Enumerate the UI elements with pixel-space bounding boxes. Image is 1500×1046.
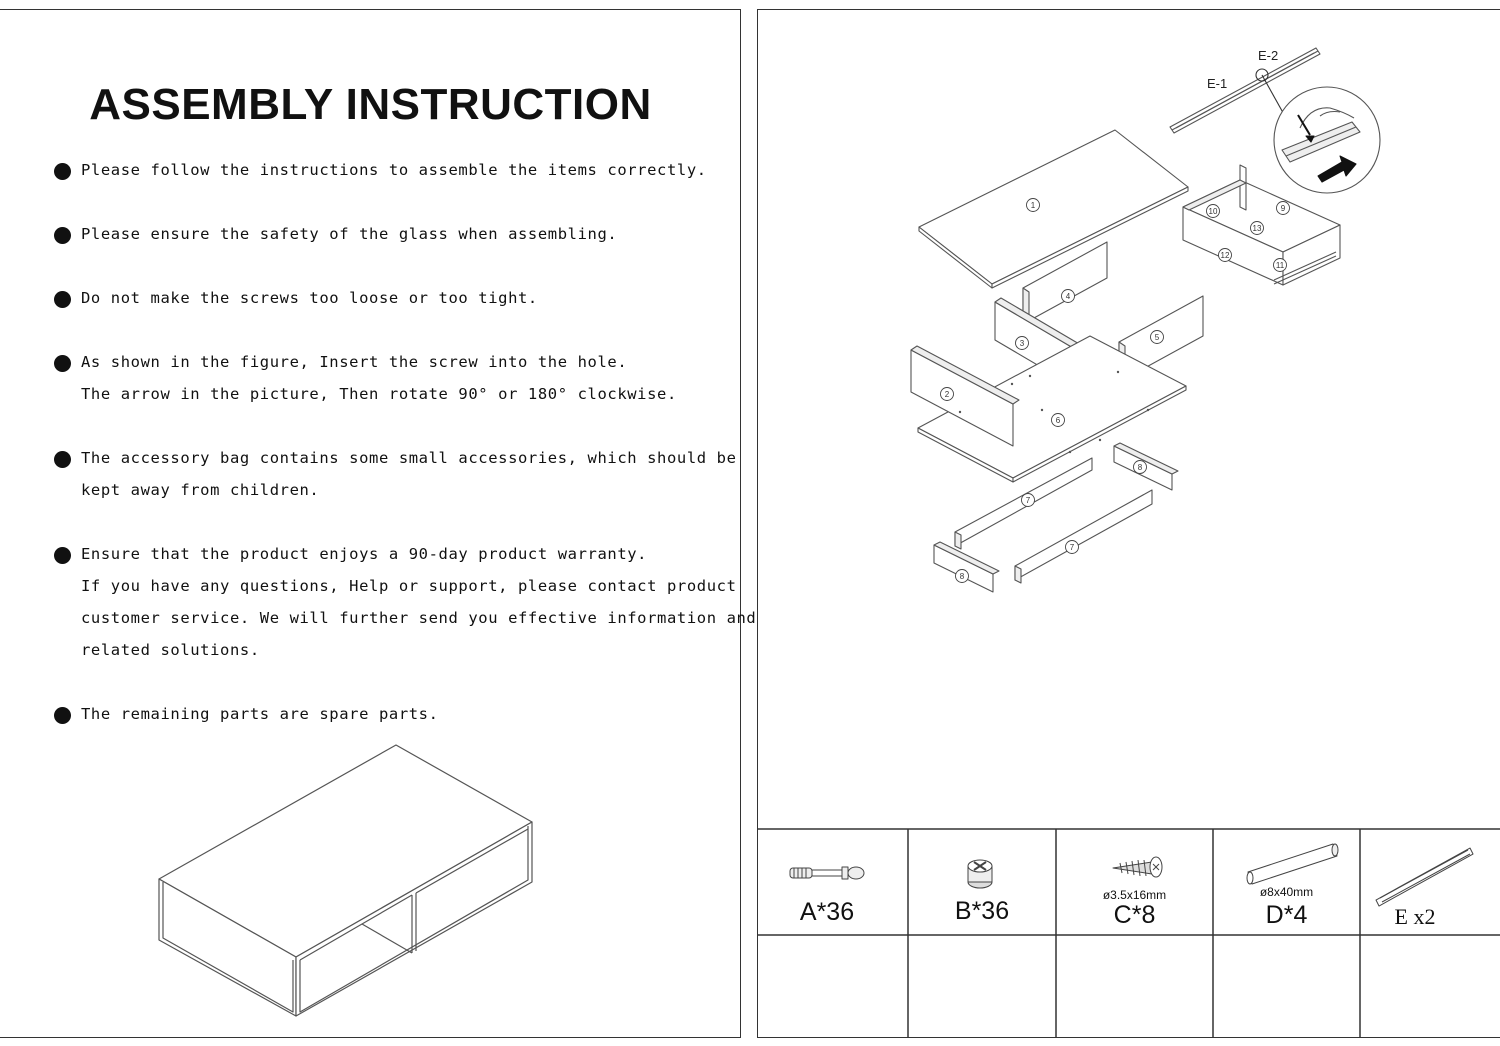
screw-icon — [1112, 856, 1163, 878]
part-number: 6 — [1056, 416, 1061, 425]
bullet-icon — [54, 163, 71, 180]
bullet-icon — [54, 355, 71, 372]
instruction-text: kept away from children. — [81, 481, 320, 499]
instruction-text: As shown in the figure, Insert the screw… — [81, 353, 628, 371]
hardware-table — [757, 828, 1500, 1038]
part-number: 8 — [960, 572, 965, 581]
bullet-icon — [54, 707, 71, 724]
hardware-label-b: B*36 — [954, 897, 1010, 925]
part-number: 3 — [1020, 339, 1025, 348]
part-number: 12 — [1221, 251, 1230, 260]
hardware-label-e: E x2 — [1394, 904, 1436, 929]
instruction-text: The remaining parts are spare parts. — [81, 705, 439, 723]
instruction-text: If you have any questions, Help or suppo… — [81, 577, 737, 595]
instruction-text: Do not make the screws too loose or too … — [81, 289, 538, 307]
part-number: 7 — [1070, 543, 1075, 552]
hardware-label-c: C*8 — [1113, 901, 1156, 929]
wooden-dowel-icon — [1246, 843, 1339, 885]
page-title: ASSEMBLY INSTRUCTION — [89, 80, 652, 129]
part-number: 8 — [1138, 463, 1143, 472]
hardware-label-d: D*4 — [1265, 901, 1308, 929]
instruction-text: Please ensure the safety of the glass wh… — [81, 225, 618, 243]
rail-release-detail — [1273, 86, 1381, 194]
hardware-dimension: ø8x40mm — [1259, 885, 1314, 899]
part-number: 13 — [1253, 224, 1262, 233]
part-number: 11 — [1276, 261, 1285, 270]
bullet-icon — [54, 547, 71, 564]
hardware-label-a: A*36 — [799, 898, 855, 926]
instruction-text: Ensure that the product enjoys a 90-day … — [81, 545, 648, 563]
instruction-text: customer service. We will further send y… — [81, 609, 757, 627]
assembled-table-illustration — [158, 744, 533, 1017]
part-number: 5 — [1155, 333, 1160, 342]
hardware-dimension: ø3.5x16mm — [1102, 888, 1167, 902]
part-number: 10 — [1209, 207, 1218, 216]
part-number: 4 — [1066, 292, 1071, 301]
drawer-slide-icon — [1375, 847, 1474, 907]
cam-bolt-icon — [789, 866, 865, 880]
bullet-icon — [54, 227, 71, 244]
cam-lock-icon — [967, 859, 993, 889]
rail-label-e1: E-1 — [1207, 76, 1227, 91]
part-number: 7 — [1026, 496, 1031, 505]
bullet-icon — [54, 291, 71, 308]
part-number: 1 — [1031, 201, 1036, 210]
part-number: 2 — [945, 390, 950, 399]
instruction-text: Please follow the instructions to assemb… — [81, 161, 707, 179]
rail-label-e2: E-2 — [1258, 48, 1278, 63]
instruction-text: related solutions. — [81, 641, 260, 659]
instruction-text: The accessory bag contains some small ac… — [81, 449, 737, 467]
drawer-rail-icon — [1169, 47, 1321, 134]
bullet-icon — [54, 451, 71, 468]
part-number: 9 — [1281, 204, 1286, 213]
instruction-text: The arrow in the picture, Then rotate 90… — [81, 385, 677, 403]
